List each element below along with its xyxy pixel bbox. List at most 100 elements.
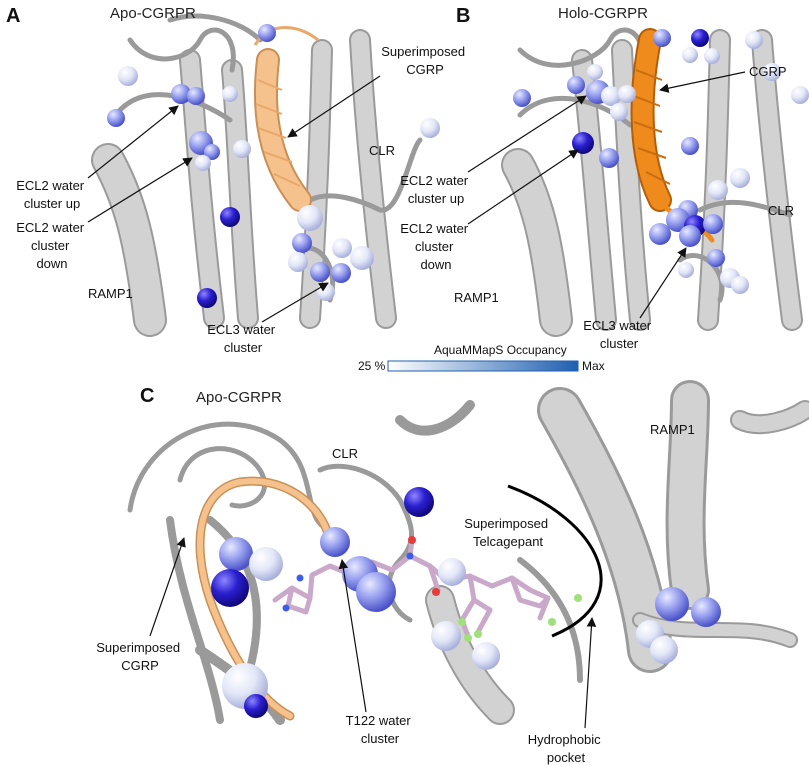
- water-sphere: [249, 547, 283, 581]
- water-sphere: [678, 262, 694, 278]
- panel-b: B Holo-CGRPR CGRP ECL2 water cluster up …: [400, 5, 809, 351]
- water-sphere: [310, 262, 330, 282]
- panel-c-arrows: [149, 537, 597, 729]
- water-sphere: [297, 205, 323, 231]
- water-sphere: [195, 155, 211, 171]
- water-sphere: [763, 63, 781, 81]
- water-sphere: [618, 85, 636, 103]
- panel-b-water-spheres: [513, 29, 809, 294]
- water-sphere: [679, 225, 701, 247]
- water-sphere: [599, 148, 619, 168]
- water-sphere: [431, 621, 461, 651]
- water-sphere: [691, 29, 709, 47]
- water-sphere: [745, 31, 763, 49]
- water-sphere: [708, 180, 728, 200]
- water-sphere: [653, 29, 671, 47]
- water-sphere: [703, 214, 723, 234]
- panel-c-ramp1-label: RAMP1: [650, 422, 695, 437]
- water-sphere: [567, 76, 585, 94]
- water-sphere: [682, 47, 698, 63]
- water-sphere: [587, 64, 603, 80]
- panel-b-letter: B: [456, 5, 470, 27]
- water-sphere: [317, 283, 335, 301]
- panel-c-water-spheres: [211, 487, 721, 718]
- water-sphere: [204, 144, 220, 160]
- panel-c-cgrp-label: Superimposed CGRP: [96, 640, 183, 673]
- water-sphere: [350, 246, 374, 270]
- water-sphere: [320, 527, 350, 557]
- colorbar-gradient: [387, 360, 579, 372]
- water-sphere: [107, 109, 125, 127]
- panel-c-pocket-label: Hydrophobic pocket: [528, 732, 605, 765]
- water-sphere: [197, 288, 217, 308]
- panel-c-t122-label: T122 water cluster: [346, 713, 415, 746]
- water-sphere: [707, 249, 725, 267]
- water-sphere: [171, 84, 191, 104]
- panel-a-clr-label: CLR: [369, 143, 395, 158]
- panel-b-arrows: [467, 71, 746, 319]
- colorbar-max-label: Max: [582, 359, 605, 373]
- panel-b-ribbons: [501, 27, 803, 337]
- water-sphere: [691, 597, 721, 627]
- water-sphere: [649, 223, 671, 245]
- panel-b-ecl3-label: ECL3 water cluster: [583, 318, 655, 351]
- water-sphere: [222, 86, 238, 102]
- water-sphere: [420, 118, 440, 138]
- colorbar-min-label: 25 %: [358, 359, 386, 373]
- water-sphere: [731, 276, 749, 294]
- water-sphere: [187, 87, 205, 105]
- panel-a-ecl3-label: ECL3 water cluster: [207, 322, 279, 355]
- water-sphere: [331, 263, 351, 283]
- panel-b-clr-label: CLR: [768, 203, 794, 218]
- water-sphere: [220, 207, 240, 227]
- water-sphere: [244, 694, 268, 718]
- water-sphere: [233, 140, 251, 158]
- panel-c: C Apo-CGRPR CLR RAMP1 Superimposed Telca…: [96, 380, 809, 765]
- water-sphere: [730, 168, 750, 188]
- water-sphere: [438, 558, 466, 586]
- water-sphere: [681, 137, 699, 155]
- occupancy-colorbar: AquaMMapS Occupancy 25 % Max: [358, 343, 605, 373]
- panel-a-water-spheres: [107, 24, 440, 308]
- panel-b-cgrp-label: CGRP: [749, 64, 787, 79]
- panel-a-ramp1-label: RAMP1: [88, 286, 133, 301]
- water-sphere: [572, 132, 594, 154]
- water-sphere: [404, 487, 434, 517]
- panel-a: A Apo-CGRPR Superimposed CGRP ECL2 water…: [6, 5, 468, 355]
- water-sphere: [356, 572, 396, 612]
- panel-c-letter: C: [140, 385, 154, 407]
- water-sphere: [219, 537, 253, 571]
- colorbar-title: AquaMMapS Occupancy: [434, 343, 567, 357]
- water-sphere: [601, 86, 621, 106]
- panel-b-title: Holo-CGRPR: [558, 5, 648, 22]
- water-sphere: [704, 48, 720, 64]
- panel-c-telcagepant-label: Superimposed Telcagepant: [464, 516, 551, 549]
- water-sphere: [211, 569, 249, 607]
- water-sphere: [791, 86, 809, 104]
- water-sphere: [332, 238, 352, 258]
- panel-a-letter: A: [6, 5, 20, 27]
- water-sphere: [288, 252, 308, 272]
- water-sphere: [513, 89, 531, 107]
- water-sphere: [118, 66, 138, 86]
- water-sphere: [472, 642, 500, 670]
- panel-c-clr-label: CLR: [332, 446, 358, 461]
- panel-b-ramp1-label: RAMP1: [454, 290, 499, 305]
- water-sphere: [650, 636, 678, 664]
- panel-b-ecl2-up-label: ECL2 water cluster up: [400, 173, 472, 206]
- panel-a-superimposed-cgrp-label: Superimposed CGRP: [381, 44, 468, 77]
- panel-a-arrows: [87, 75, 381, 323]
- panel-a-title: Apo-CGRPR: [110, 5, 196, 22]
- water-sphere: [610, 103, 628, 121]
- panel-c-ligand-atoms: [282, 536, 582, 642]
- water-sphere: [655, 587, 689, 621]
- panel-a-ecl2-up-label: ECL2 water cluster up: [16, 178, 88, 211]
- water-sphere: [258, 24, 276, 42]
- panel-b-ecl2-down-label: ECL2 water cluster down: [400, 221, 472, 272]
- panel-a-ecl2-down-label: ECL2 water cluster down: [16, 220, 88, 271]
- hydrophobic-pocket-curve: [507, 484, 603, 638]
- water-sphere: [292, 233, 312, 253]
- panel-c-title: Apo-CGRPR: [196, 389, 282, 406]
